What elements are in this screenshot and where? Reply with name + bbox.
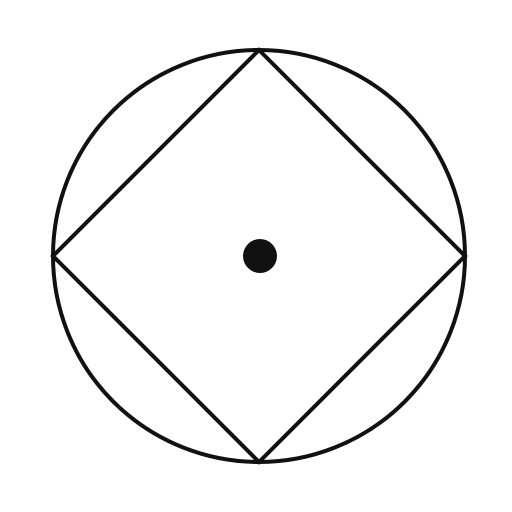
center-point — [243, 239, 277, 273]
inscribed-square — [50, 47, 468, 465]
